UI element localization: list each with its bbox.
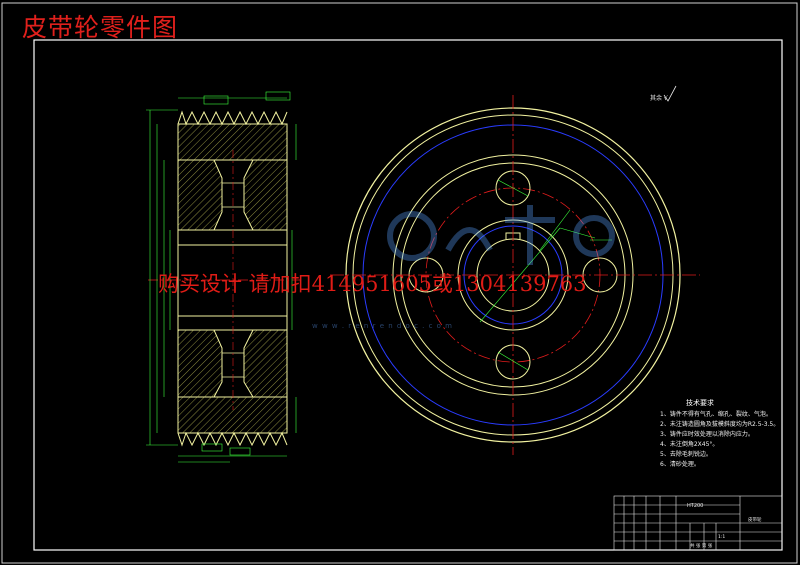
front-dimensions [479,179,612,371]
tech-note-item: 4、未注倒角2X45°。 [660,441,719,448]
tech-note-item: 6、清砂处理。 [660,461,700,468]
title-block-material: HT200 [687,503,704,509]
drawing-title: 皮带轮零件图 [22,13,179,42]
groove-teeth-bottom [177,431,288,447]
tech-note-item: 3、铸件应时效处理以消除内应力。 [660,431,754,438]
watermark-url: w w w . r e n r e n d o c . c o m [312,322,453,330]
front-view [330,95,700,455]
drawing-border [33,39,783,551]
section-dimensions [146,91,297,463]
title-block-name: 皮带轮 [748,518,762,523]
tech-notes-heading: 技术要求 [686,399,714,407]
tech-note-item: 1、铸件不得有气孔、缩孔、裂纹、气泡。 [660,411,772,418]
section-view [146,91,300,463]
rim-top-section [177,123,288,161]
roughness-symbol [663,85,677,102]
purchase-contact-overlay: 购买设计 请加扣414951605或1304139763 [158,272,587,296]
title-block-scale: 1:1 [718,535,726,540]
title-block-sheet: 共 张 第 张 [690,544,713,549]
tech-note-item: 5、去除毛刺锐边。 [660,451,712,458]
roughness-note: 其余 √ [650,95,668,102]
technical-requirements: 技术要求 1、铸件不得有气孔、缩孔、裂纹、气泡。 2、未注铸造圆角及拔模斜度均为… [660,398,779,470]
groove-teeth-top [177,110,288,126]
rim-bottom-section [177,396,288,434]
watermark-logo [387,205,615,265]
title-block [613,495,783,551]
tech-note-item: 2、未注铸造圆角及拔模斜度均为R2.5-3.5。 [660,421,780,428]
